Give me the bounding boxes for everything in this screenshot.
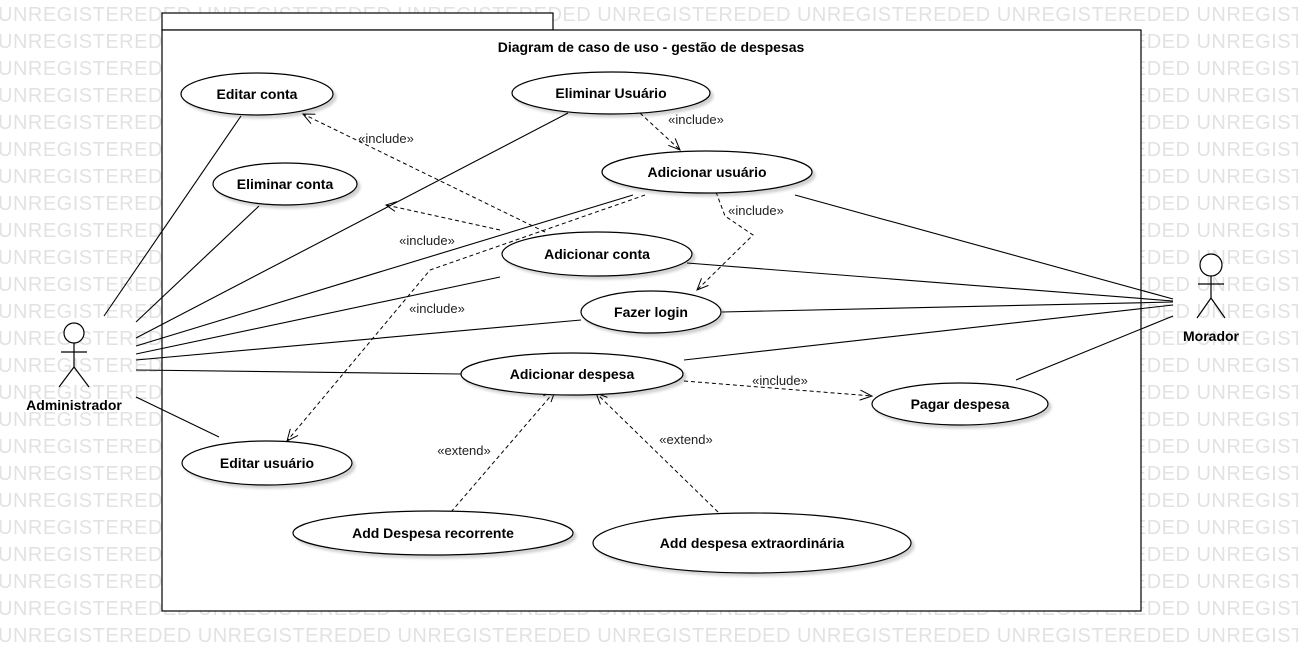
use-case-editar-conta[interactable]: Editar conta [180, 72, 334, 116]
actor-morador-label: Morador [1183, 328, 1240, 344]
associations [103, 112, 1174, 438]
use-case-label: Eliminar Usuário [555, 85, 666, 101]
actor-morador[interactable] [1196, 253, 1226, 319]
include-label-eliminar-conta: «include» [399, 233, 455, 248]
actor-administrador[interactable] [58, 322, 90, 388]
watermark-row: UNREGISTEREDED UNREGISTEREDED UNREGISTER… [0, 625, 1298, 647]
extend-label-recorrente: «extend» [437, 443, 491, 458]
use-case-adicionar-despesa[interactable]: Adicionar despesa [460, 352, 684, 396]
use-case-label: Editar conta [217, 86, 298, 102]
use-case-fazer-login[interactable]: Fazer login [580, 290, 722, 334]
use-case-label: Editar usuário [220, 455, 314, 471]
use-case-label: Fazer login [614, 304, 688, 320]
use-case-label: Adicionar usuário [647, 164, 766, 180]
package-tab [161, 12, 554, 31]
use-case-label: Eliminar conta [237, 176, 334, 192]
diagram-title: Diagram de caso de uso - gestão de despe… [498, 39, 805, 55]
include-label-fazer-login: «include» [728, 203, 784, 218]
use-case-add-despesa-recorrente[interactable]: Add Despesa recorrente [292, 510, 574, 556]
include-label-editar-conta: «include» [358, 131, 414, 146]
include-label-pagar-despesa: «include» [752, 373, 808, 388]
use-case-add-despesa-extraordinaria[interactable]: Add despesa extraordinária [592, 512, 912, 574]
use-case-eliminar-usuario[interactable]: Eliminar Usuário [511, 71, 711, 115]
use-case-label: Adicionar conta [544, 246, 650, 262]
use-case-label: Pagar despesa [911, 396, 1010, 412]
use-case-pagar-despesa[interactable]: Pagar despesa [871, 382, 1049, 426]
use-case-editar-usuario[interactable]: Editar usuário [181, 440, 353, 486]
use-case-adicionar-usuario[interactable]: Adicionar usuário [601, 150, 813, 194]
use-case-label: Adicionar despesa [510, 366, 635, 382]
include-label-eliminar-usuario: «include» [668, 112, 724, 127]
use-case-eliminar-conta[interactable]: Eliminar conta [212, 162, 358, 206]
extend-label-extraordinaria: «extend» [659, 432, 713, 447]
use-case-label: Add Despesa recorrente [352, 525, 514, 541]
include-label-editar-usuario: «include» [409, 301, 465, 316]
use-case-adicionar-conta[interactable]: Adicionar conta [501, 231, 693, 277]
use-case-label: Add despesa extraordinária [660, 535, 845, 551]
actor-administrador-label: Administrador [26, 397, 122, 413]
